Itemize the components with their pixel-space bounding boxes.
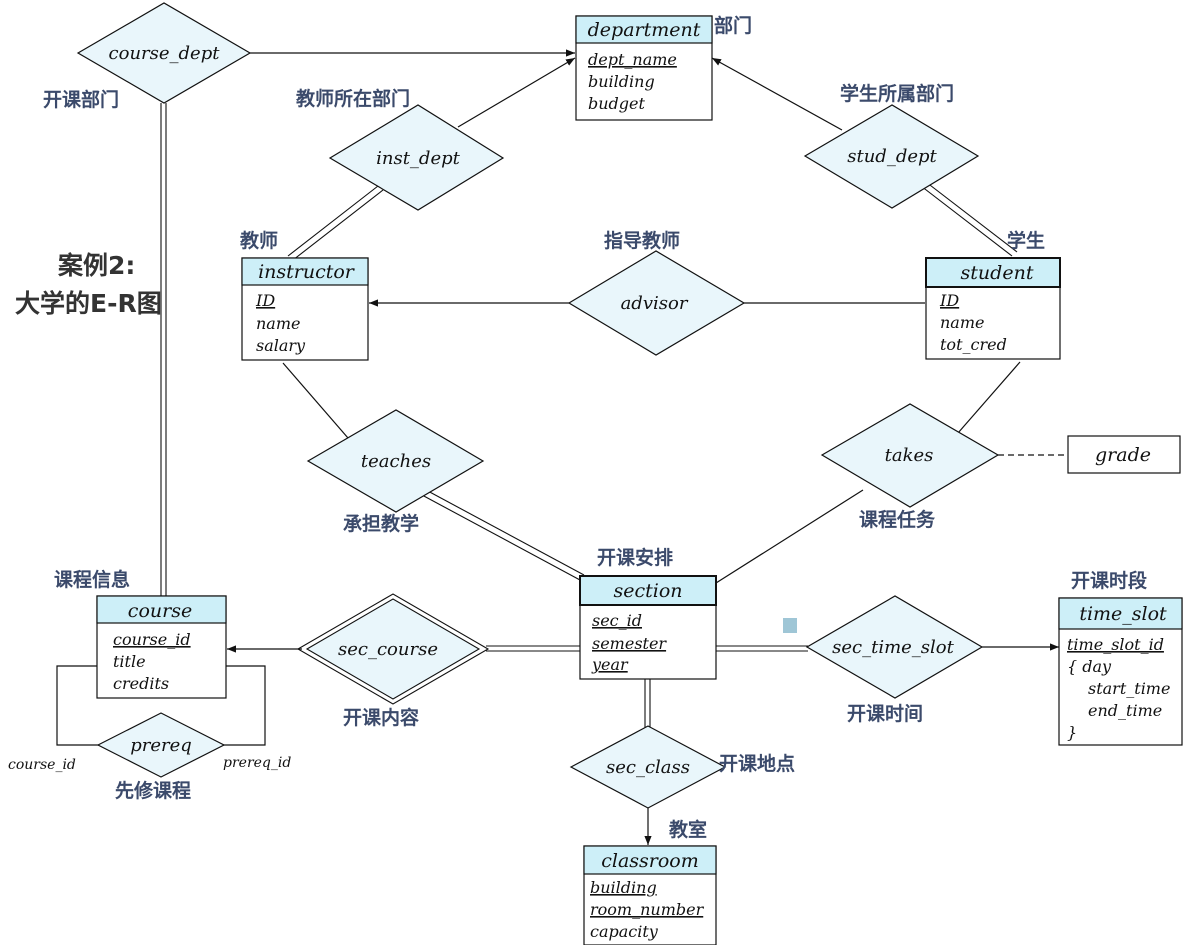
entity-classroom-name: classroom xyxy=(601,850,699,872)
role-course-id: course_id xyxy=(8,757,76,773)
attr-dept-name: dept_name xyxy=(588,50,677,69)
attr-student-name: name xyxy=(940,313,984,332)
label-instructor-cn: 教师 xyxy=(240,229,278,252)
attr-salary: salary xyxy=(256,336,306,355)
attr-day: { day xyxy=(1067,657,1112,676)
attr-time-slot-id: time_slot_id xyxy=(1067,635,1164,654)
entity-course: course course_id title credits xyxy=(96,595,227,699)
label-inst-dept-cn: 教师所在部门 xyxy=(296,87,410,110)
attr-start-time: start_time xyxy=(1088,679,1170,698)
edge-inst-dept-instructor-a xyxy=(287,185,379,257)
edge-instructor-teaches xyxy=(282,362,349,439)
entity-department-name: department xyxy=(588,19,701,41)
edge-course-prereq-left xyxy=(56,665,126,746)
relationship-course-dept-name: course_dept xyxy=(109,43,221,64)
label-sec-time-slot-cn: 开课时间 xyxy=(847,703,923,725)
label-student-cn: 学生 xyxy=(1007,229,1045,252)
edge-stud-dept-department xyxy=(711,57,843,131)
relationship-stud-dept: stud_dept xyxy=(803,104,980,209)
relationship-teaches: teaches xyxy=(306,409,485,513)
relationship-sec-course: sec_course xyxy=(296,593,490,705)
label-prereq-cn: 先修课程 xyxy=(115,779,191,802)
relationship-course-dept: course_dept xyxy=(76,2,252,104)
chinese-labels: 部门 开课部门 教师所在部门 学生所属部门 教师 指导教师 学生 承担教学 课程… xyxy=(43,14,1148,841)
attr-room-number: room_number xyxy=(590,900,705,919)
relationship-inst-dept-name: inst_dept xyxy=(376,148,461,169)
accent-square xyxy=(783,618,797,633)
relationships: course_dept inst_dept stud_dept advisor … xyxy=(76,2,1000,809)
attr-budget: budget xyxy=(588,94,646,113)
label-time-slot-cn: 开课时段 xyxy=(1071,569,1148,592)
entity-student: student ID name tot_cred xyxy=(925,257,1061,360)
relationship-inst-dept: inst_dept xyxy=(328,104,505,211)
label-takes-cn: 课程任务 xyxy=(859,508,936,531)
entity-instructor: instructor ID name salary xyxy=(241,257,369,361)
attr-classroom-building: building xyxy=(590,878,657,897)
edge-student-takes xyxy=(957,361,1021,434)
attr-credits: credits xyxy=(113,674,169,693)
relationship-sec-time-slot: sec_time_slot xyxy=(805,595,984,699)
relationship-sec-class-name: sec_class xyxy=(606,757,690,778)
entity-department: department dept_name building budget xyxy=(575,15,713,121)
title-line-1: 案例2: xyxy=(57,251,135,280)
entity-time-slot-name: time_slot xyxy=(1079,603,1167,625)
attr-year: year xyxy=(591,655,629,674)
entity-time-slot: time_slot time_slot_id { day start_time … xyxy=(1058,597,1183,746)
label-course-dept-cn: 开课部门 xyxy=(43,88,119,111)
attribute-grade: grade xyxy=(1067,435,1181,474)
edge-inst-dept-instructor-b xyxy=(292,189,384,261)
attr-sec-id: sec_id xyxy=(592,611,642,630)
entity-instructor-name: instructor xyxy=(258,261,356,283)
relationship-advisor: advisor xyxy=(567,250,746,356)
relationship-advisor-name: advisor xyxy=(621,293,689,314)
relationship-sec-time-slot-name: sec_time_slot xyxy=(832,637,955,658)
label-advisor-cn: 指导教师 xyxy=(604,229,680,252)
entities: department dept_name building budget ins… xyxy=(96,15,1183,945)
relationship-sec-class: sec_class xyxy=(569,725,727,809)
label-classroom-cn: 教室 xyxy=(669,818,707,841)
relationship-stud-dept-name: stud_dept xyxy=(847,146,937,167)
edge-teaches-section-b xyxy=(425,489,585,576)
attr-capacity: capacity xyxy=(590,922,659,941)
attr-brace-close: } xyxy=(1067,723,1077,742)
entity-classroom: classroom building room_number capacity xyxy=(583,845,717,945)
attr-instructor-id: ID xyxy=(255,291,275,310)
attr-instructor-name: name xyxy=(256,314,300,333)
entity-student-name: student xyxy=(961,262,1034,284)
edge-takes-section xyxy=(715,489,864,584)
relationship-prereq-name: prereq xyxy=(130,735,192,756)
edge-teaches-section-a xyxy=(421,494,581,581)
edge-course-prereq-right xyxy=(197,665,266,746)
edge-stud-dept-student-a xyxy=(920,185,1013,257)
edge-stud-dept-student-b xyxy=(925,181,1018,253)
attribute-grade-name: grade xyxy=(1095,444,1151,466)
attr-student-id: ID xyxy=(939,291,959,310)
attr-course-id: course_id xyxy=(113,630,191,649)
attr-title: title xyxy=(113,652,146,671)
label-course-cn: 课程信息 xyxy=(54,568,130,591)
label-sec-course-cn: 开课内容 xyxy=(343,706,419,729)
label-section-cn: 开课安排 xyxy=(597,546,673,569)
attr-end-time: end_time xyxy=(1088,701,1162,720)
title-line-2: 大学的E-R图 xyxy=(15,289,162,318)
relationship-prereq: prereq xyxy=(96,712,226,778)
connections xyxy=(56,49,1068,845)
attr-semester: semester xyxy=(592,634,667,653)
relationship-teaches-name: teaches xyxy=(361,451,431,472)
attr-tot-cred: tot_cred xyxy=(940,335,1007,354)
label-teaches-cn: 承担教学 xyxy=(343,512,419,535)
attr-building: building xyxy=(588,72,655,91)
entity-course-name: course xyxy=(128,600,192,622)
label-stud-dept-cn: 学生所属部门 xyxy=(840,82,954,105)
entity-section: section sec_id semester year xyxy=(579,575,717,680)
relationship-takes: takes xyxy=(820,403,1000,508)
label-department-cn: 部门 xyxy=(714,14,752,37)
entity-section-name: section xyxy=(613,580,682,602)
relationship-sec-course-name: sec_course xyxy=(338,639,438,660)
edge-inst-dept-department xyxy=(457,57,576,128)
role-prereq-id: prereq_id xyxy=(223,755,291,771)
relationship-takes-name: takes xyxy=(885,445,934,466)
label-sec-class-cn: 开课地点 xyxy=(719,752,795,775)
